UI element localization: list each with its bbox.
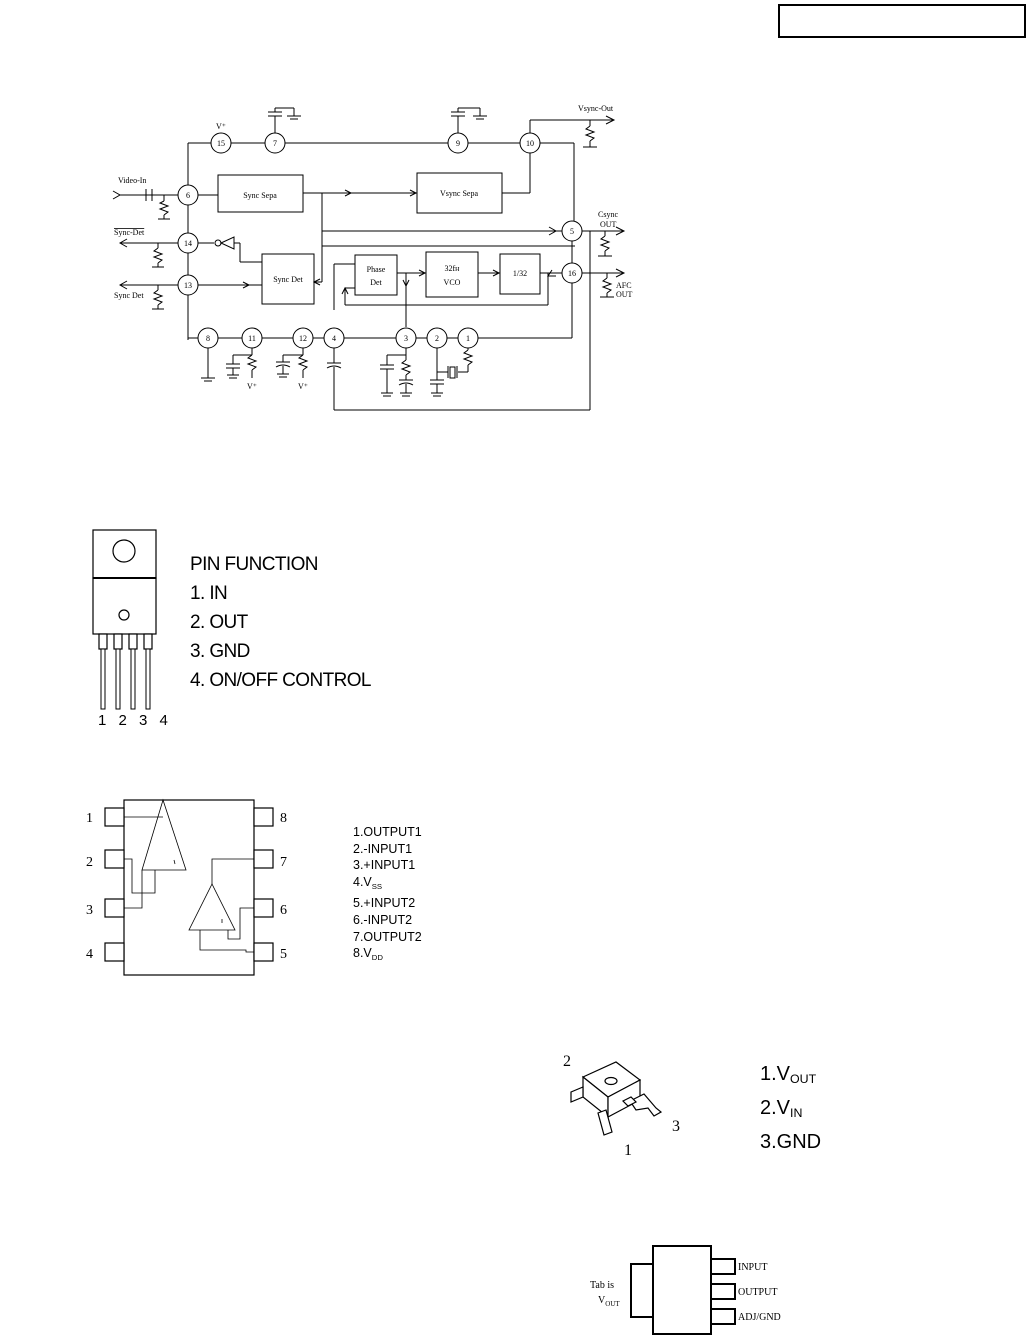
pin-14: 14 [184,239,192,248]
label-vplus-12: V⁺ [298,382,308,391]
pin-5: 5 [570,227,574,236]
block-divider: 1/32 [513,269,527,278]
pin-2: 2 [435,334,439,343]
block-vco-line1: 32fн [445,264,461,273]
opamp-pin-item: 3.+INPUT1 [353,858,416,873]
pin-4: 4 [332,334,336,343]
sot223-tab-label-line2: VOUT [598,1295,620,1308]
label-csync-out: OUT [600,220,617,229]
pin-7: 7 [273,139,277,148]
pin-function-item: 4. ON/OFF CONTROL [190,670,371,691]
pin-function-heading: PIN FUNCTION [190,554,319,575]
opamp-left-pin-4: 4 [86,947,93,962]
sot223-pin-adj-gnd: ADJ/GND [738,1312,781,1323]
block-sync-sepa: Sync Sepa [243,191,277,200]
pin-1: 1 [466,334,470,343]
opamp-pin-item: 2.-INPUT1 [353,841,413,856]
dpak-label-pin1: 1 [624,1142,632,1159]
dpak-label-pin2: 2 [563,1053,571,1070]
block-phase-det-line2: Det [370,278,382,287]
pin-3: 3 [404,334,408,343]
to220-pin-function-list: PIN FUNCTION 1. IN 2. OUT 3. GND 4. ON/O… [190,550,371,695]
pin-function-item: 1. IN [190,583,228,604]
opamp-left-pin-2: 2 [86,855,93,870]
label-video-in: Video-In [118,176,146,185]
dpak-pin-list: 1.VOUT 2.VIN 3.GND [760,1060,821,1157]
dual-opamp-diagram: 1 2 3 4 8 7 6 5 [86,798,287,976]
label-sync-det-bar: Sync-Det [114,228,145,237]
pin-function-item: 2. OUT [190,612,248,633]
sot223-pin-output: OUTPUT [738,1287,777,1298]
pin-9: 9 [456,139,460,148]
pin-10: 10 [526,139,534,148]
label-vsync-out: Vsync-Out [578,104,614,113]
pin-16: 16 [568,269,576,278]
label-vplus-11: V⁺ [247,382,257,391]
opamp-left-pin-3: 3 [86,903,93,918]
pin-11: 11 [248,334,256,343]
label-sync-det: Sync Det [114,291,144,300]
block-sync-det: Sync Det [273,275,303,284]
to220-package-drawing [92,529,157,710]
opamp-right-pin-7: 7 [280,855,287,870]
pin-8: 8 [206,334,210,343]
label-csync: Csync [598,210,618,219]
opamp-pin-item: 4.VSS [353,874,383,891]
pin-6: 6 [186,191,190,200]
pin-12: 12 [299,334,307,343]
sync-ic-block-diagram: 15 7 9 10 6 14 13 5 16 8 11 12 4 3 2 1 S… [112,104,633,411]
opamp-pin-list: 1.OUTPUT1 2.-INPUT1 3.+INPUT1 4.VSS 5.+I… [353,824,422,967]
opamp-pin-item: 6.-INPUT2 [353,912,413,927]
label-afc-out: OUT [616,290,633,299]
opamp-pin-item: 1.OUTPUT1 [353,825,422,839]
opamp-right-pin-6: 6 [280,903,287,918]
pin-13: 13 [184,281,192,290]
to220-pin-numbers: 1 2 3 4 [98,712,172,729]
opamp-right-pin-8: 8 [280,811,287,826]
sot223-pin-input: INPUT [738,1262,767,1273]
pin-15: 15 [217,139,225,148]
label-vplus: V⁺ [216,122,226,131]
block-vco-line2: VCO [444,278,461,287]
pin-function-item: 3. GND [190,641,250,662]
dpak-pin-item: 1.VOUT [760,1063,817,1086]
label-afc: AFC [616,281,632,290]
opamp-pin-item: 7.OUTPUT2 [353,929,422,944]
dpak-label-pin3: 3 [672,1118,680,1135]
sot223-tab-label-line1: Tab is [590,1280,614,1291]
dpak-package-drawing: 2 3 1 [563,1053,680,1159]
opamp-left-pin-1: 1 [86,811,93,826]
header-box [778,4,1026,38]
dpak-pin-item: 2.VIN [760,1097,803,1120]
opamp-right-pin-5: 5 [280,947,287,962]
opamp-pin-item: 8.VDD [353,946,383,963]
opamp-pin-item: 5.+INPUT2 [353,896,416,911]
block-vsync-sepa: Vsync Sepa [440,189,478,198]
block-phase-det-line1: Phase [367,265,386,274]
sot223-package-drawing: Tab is VOUT INPUT OUTPUT ADJ/GND [590,1245,781,1335]
dpak-pin-item: 3.GND [760,1131,822,1153]
